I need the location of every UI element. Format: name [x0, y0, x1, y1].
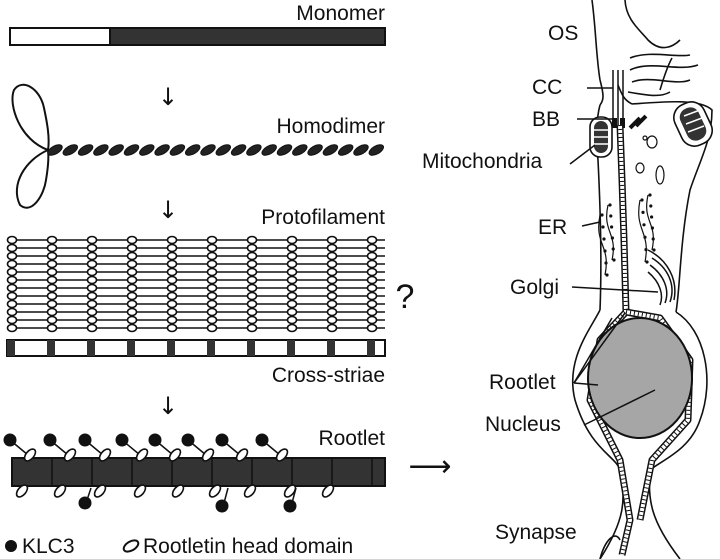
os-label: OS: [548, 22, 578, 45]
connecting-cilium: [612, 70, 624, 125]
homodimer-shape: [11, 83, 385, 209]
head-domain-legend-icon: [122, 539, 140, 553]
golgi-label: Golgi: [510, 276, 559, 299]
legend: KLC3 Rootletin head domain: [5, 535, 353, 558]
question-mark: ?: [396, 278, 415, 316]
protofilament-label: Protofilament: [261, 206, 385, 229]
er-label: ER: [538, 216, 567, 239]
down-arrow-2: ↓: [158, 196, 178, 224]
basal-body-icon: [612, 114, 648, 130]
rootlet-label: Rootlet: [489, 371, 556, 394]
mitochondria-label: Mitochondria: [422, 150, 543, 173]
nucleus-label: Nucleus: [485, 413, 561, 436]
leader-lines: [569, 87, 659, 426]
monomer-label: Monomer: [296, 2, 385, 25]
legend-head-domain: Rootletin head domain: [143, 535, 353, 558]
down-arrow-3: ↓: [158, 392, 178, 420]
bb-label: BB: [532, 108, 560, 131]
photoreceptor-cell: [571, 0, 713, 559]
mitochondria-left-icon: [589, 116, 613, 158]
down-arrow-1: ↓: [158, 83, 178, 111]
golgi-icon: [647, 249, 676, 306]
protofilament-lattice: [6, 235, 385, 333]
homodimer-label: Homodimer: [276, 115, 385, 138]
cross-striae-bar: [6, 339, 386, 357]
cross-striae-label: Cross-striae: [272, 364, 385, 387]
nucleus-icon: [587, 317, 693, 439]
legend-klc3: KLC3: [22, 535, 75, 558]
right-arrow: ⟶: [408, 449, 451, 484]
cc-label: CC: [532, 76, 562, 99]
vesicles: [635, 135, 665, 185]
rootlet-panel-label: Rootlet: [318, 427, 385, 450]
synapse-label: Synapse: [495, 521, 577, 544]
rootlet-klc3-assembly: [3, 433, 386, 513]
endoplasmic-reticulum: [598, 193, 656, 277]
mitochondria-right-icon: [673, 101, 713, 147]
monomer-bar: [9, 27, 386, 46]
klc3-legend-dot-icon: [5, 540, 17, 552]
